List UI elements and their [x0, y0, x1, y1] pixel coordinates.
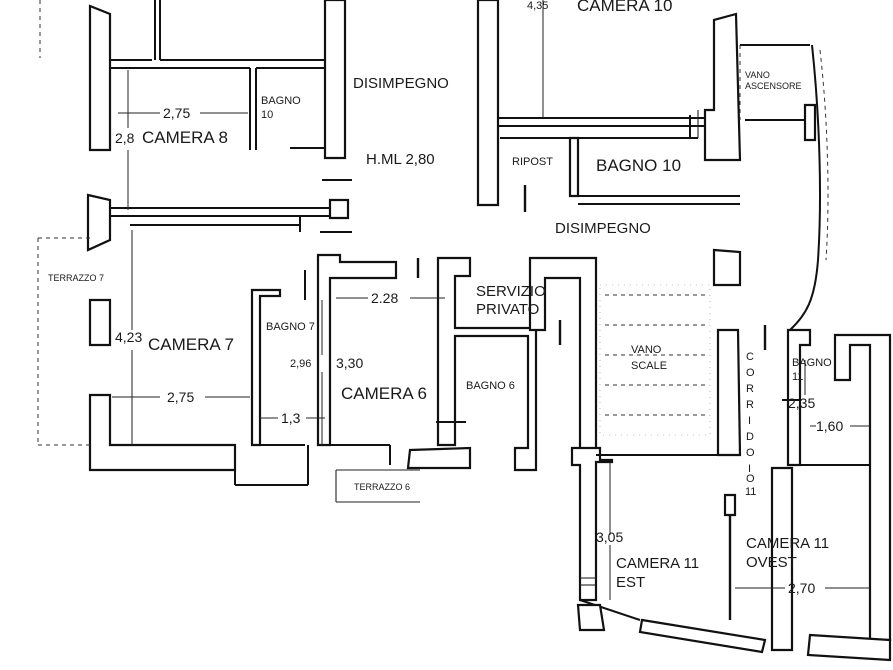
vano-scale-stairs	[599, 284, 711, 436]
dimension-lines	[112, 0, 870, 600]
walls-west	[86, 193, 352, 486]
bagno-6-label: BAGNO 6	[466, 380, 515, 392]
camera-6-width-dim: 2.28	[371, 290, 398, 306]
vano-ascensore-label-1: VANO	[745, 70, 770, 80]
walls-top-left	[39, 0, 347, 160]
terrazzo-7-outline	[37, 237, 90, 446]
terrazzo-6-label: TERRAZZO 6	[354, 482, 410, 492]
bagno-10-label: BAGNO 10	[596, 156, 681, 175]
bagno-11-width-dim: 1,60	[816, 418, 843, 434]
vano-scale-label-2: SCALE	[631, 360, 667, 372]
disimpegno-top-label: DISIMPEGNO	[353, 75, 449, 92]
camera-6-height-dim: 3,30	[336, 355, 363, 371]
bagno-11-label-2: 11	[792, 371, 803, 383]
walls-bagno7-camera6	[250, 253, 538, 503]
walls-top-right	[476, 0, 817, 212]
ripost-label: RIPOST	[512, 156, 553, 168]
camera-8-height-dim: 2,8	[115, 130, 135, 146]
servizio-privato-label-1: SERVIZIO	[476, 283, 546, 300]
corridoio-number: 11	[745, 486, 756, 498]
bagno-7-label: BAGNO 7	[266, 321, 315, 333]
bagno-10-small-label-2: 10	[261, 109, 273, 121]
corridoio-letter: C	[746, 351, 754, 363]
height-note: H.ML 2,80	[366, 151, 435, 168]
corridoio-letter: D	[746, 431, 754, 443]
vano-scale-label-1: VANO	[631, 344, 662, 356]
corridoio-label: C O R R I D O I O 11	[745, 351, 756, 498]
camera-10-dim: 4,35	[527, 0, 548, 12]
corridor-outer-wall	[789, 44, 829, 331]
camera-11-ovest-label-2: OVEST	[746, 554, 797, 571]
bagno-10-small-label-1: BAGNO	[261, 95, 301, 107]
camera-11-est-height-dim: 3,05	[596, 529, 623, 545]
camera-11-est-label-1: CAMERA 11	[616, 555, 699, 572]
terrazzo-7-label: TERRAZZO 7	[48, 273, 104, 283]
camera-8-width-dim: 2,75	[163, 105, 190, 121]
bagno-7-height-dim: 2,96	[290, 358, 311, 370]
camera-8-label: CAMERA 8	[142, 128, 228, 147]
camera-7-label: CAMERA 7	[148, 335, 234, 354]
camera-11-ovest-label-1: CAMERA 11	[746, 535, 829, 552]
corridoio-letter: I	[748, 463, 751, 475]
vano-ascensore-label-2: ASCENSORE	[745, 81, 802, 91]
walls-east	[638, 328, 892, 662]
servizio-privato-label-2: PRIVATO	[476, 301, 539, 318]
bagno-11-height-dim: 2,35	[788, 395, 815, 411]
corridoio-letter: O	[746, 367, 755, 379]
corridoio-letter: I	[748, 415, 751, 427]
camera-11-ovest-width-dim: 2,70	[788, 580, 815, 596]
walls-center	[528, 248, 767, 632]
camera-7-height-dim: 4,23	[115, 329, 142, 345]
corridoio-letter: O	[746, 447, 755, 459]
misc-marks	[322, 110, 699, 586]
camera-10-label: CAMERA 10	[577, 0, 672, 15]
corridoio-letter: R	[746, 399, 754, 411]
corridoio-letter: R	[746, 383, 754, 395]
camera-6-label: CAMERA 6	[341, 384, 427, 403]
camera-11-est-label-2: EST	[616, 574, 645, 591]
corridoio-letter: O	[746, 473, 755, 485]
bagno-11-label-1: BAGNO	[792, 357, 832, 369]
bagno-7-width-dim: 1,3	[281, 410, 301, 426]
disimpegno-mid-label: DISIMPEGNO	[555, 220, 651, 237]
camera-7-width-dim: 2,75	[167, 389, 194, 405]
